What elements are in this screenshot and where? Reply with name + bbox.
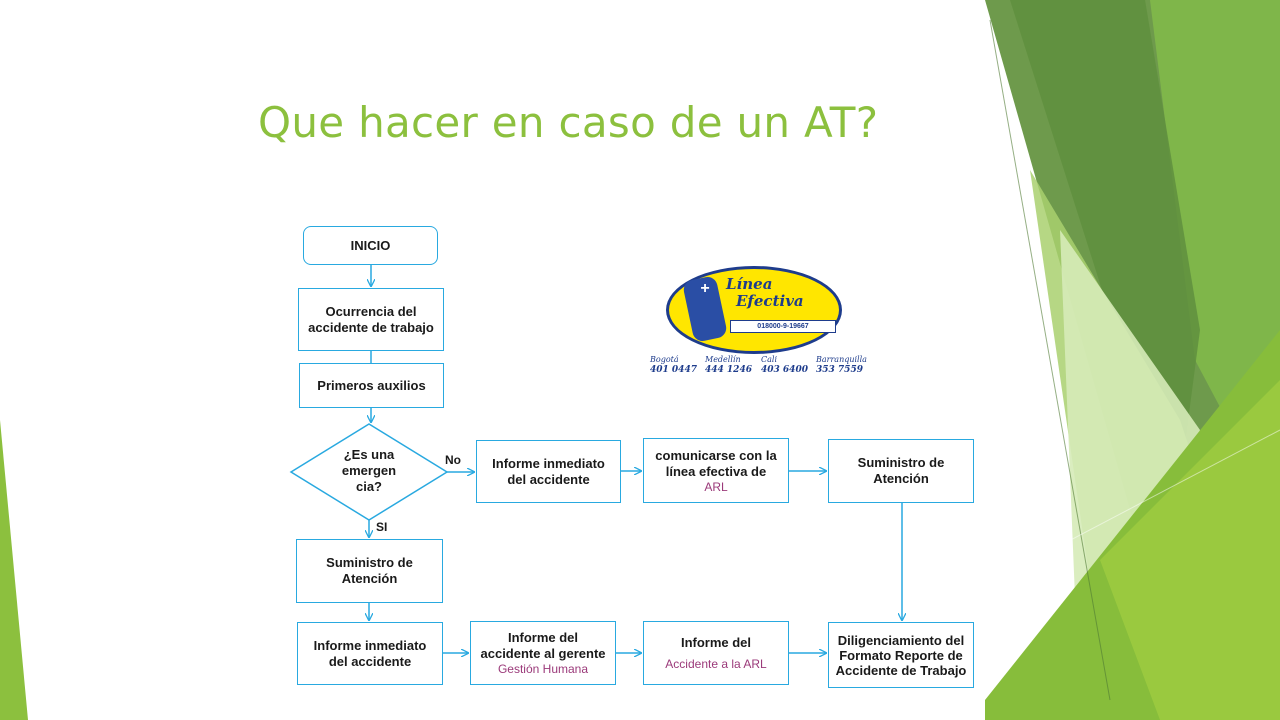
city-barranquilla: Barranquilla 353 7559 [816,354,870,376]
cross-icon: + [700,280,710,297]
city-medellin: Medellín 444 1246 [705,354,759,376]
first-aid-node-label: Primeros auxilios [317,377,426,393]
report-manager-node: Informe del accidente al gerente Gestión… [470,621,616,685]
occurrence-node: Ocurrencia del accidente de trabajo [298,288,444,351]
logo-name-line2: Efectiva [736,292,804,310]
logo-name: Línea Efectiva [726,276,836,310]
page-title: Que hacer en caso de un AT? [258,98,879,147]
city-name: Medellín [705,355,741,364]
form-fill-node: Diligenciamiento del Formato Reporte de … [828,622,974,688]
report-immediate-bottom-label: Informe inmediato del accidente [313,637,427,669]
report-manager-label: Informe del accidente al gerente [480,630,606,661]
report-immediate-top-label: Informe inmediato del accidente [492,455,605,487]
care-left-node: Suministro de Atención [296,539,443,603]
city-phone: 401 0447 [650,365,697,375]
report-immediate-top-node: Informe inmediato del accidente [476,440,621,503]
contact-line-sub-label: ARL [704,479,728,494]
start-node: INICIO [303,226,438,265]
care-top-node: Suministro de Atención [828,439,974,503]
city-bogota: Bogotá 401 0447 [650,354,704,376]
contact-line-node: comunicarse con la línea efectiva de ARL [643,438,789,503]
logo-name-line1: Línea [726,275,773,293]
care-top-label: Suministro de Atención [857,455,945,486]
contact-line-label: comunicarse con la línea efectiva de [655,447,777,479]
decision-label: ¿Es una emergen cia? [341,447,397,494]
report-arl-label: Informe del [680,635,752,650]
city-name: Cali [761,355,778,364]
report-manager-sub-label: Gestión Humana [497,662,589,676]
occurrence-node-label: Ocurrencia del accidente de trabajo [308,303,434,335]
report-arl-sub-label: Accidente a la ARL [665,657,767,671]
care-left-label: Suministro de Atención [326,555,413,586]
logo-number: 018000-9-19667 [730,320,836,333]
decision-diamond [289,423,449,521]
city-phone: 444 1246 [705,365,752,375]
report-arl-node: Informe del Accidente a la ARL [643,621,789,685]
city-name: Barranquilla [816,355,867,364]
city-phone: 353 7559 [816,365,863,375]
city-name: Bogotá [650,355,679,364]
edge-label-yes: SI [376,520,388,534]
city-cali: Cali 403 6400 [761,354,815,376]
city-phone: 403 6400 [761,365,808,375]
first-aid-node: Primeros auxilios [299,363,444,408]
start-node-label: INICIO [350,237,391,253]
linea-efectiva-logo: + Línea Efectiva 018000-9-19667 Bogotá 4… [648,262,867,380]
form-fill-label: Diligenciamiento del Formato Reporte de … [835,632,967,678]
report-immediate-bottom-node: Informe inmediato del accidente [297,622,443,685]
edge-label-no: No [445,453,461,467]
